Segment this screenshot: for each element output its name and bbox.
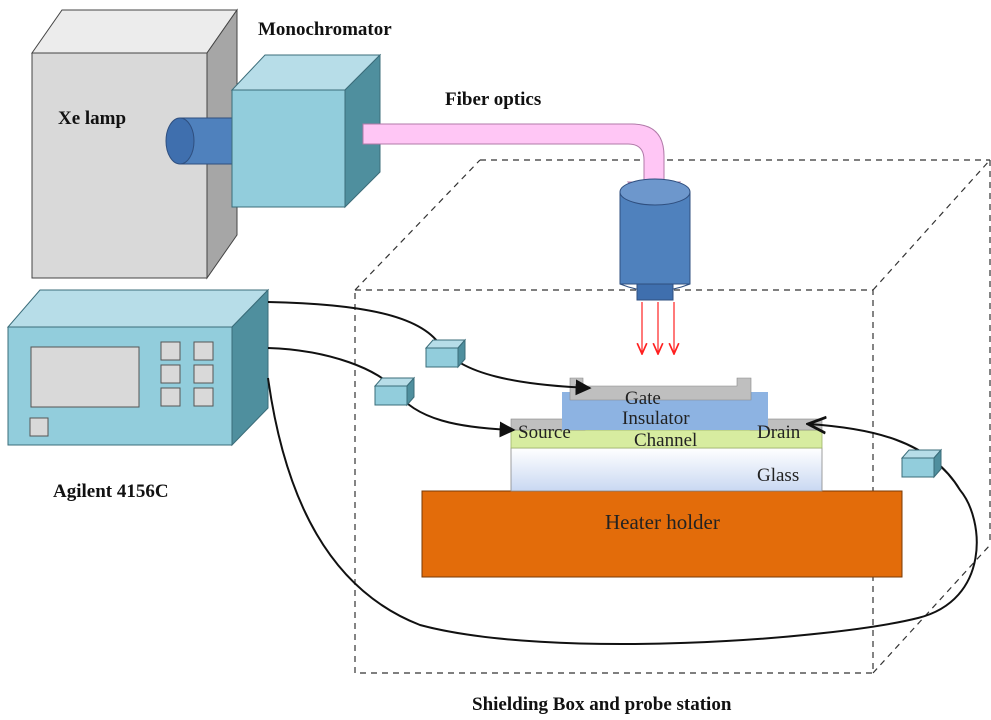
source-label: Source — [518, 422, 571, 443]
monochromator-label: Monochromator — [258, 19, 392, 40]
objective-lens — [619, 178, 691, 301]
insulator-label: Insulator — [622, 408, 690, 429]
shielding-box — [354, 159, 991, 674]
light-rays — [642, 302, 674, 354]
probe-connector — [424, 338, 467, 369]
xe-lamp-label: Xe lamp — [58, 108, 126, 129]
lamp-coupler — [165, 117, 239, 165]
agilent-label: Agilent 4156C — [53, 481, 169, 502]
shielding-box-label: Shielding Box and probe station — [472, 694, 732, 715]
fiber-optics-label: Fiber optics — [445, 89, 541, 110]
probe-connectors — [373, 338, 943, 479]
device-stack — [421, 377, 903, 578]
glass-label: Glass — [757, 465, 799, 486]
agilent-key — [193, 341, 214, 361]
glass-substrate — [510, 447, 823, 492]
agilent-key — [160, 364, 181, 384]
drain-label: Drain — [757, 422, 801, 443]
monochromator — [230, 53, 382, 209]
drain-cable — [267, 377, 978, 645]
agilent-key — [29, 417, 49, 437]
agilent-key — [193, 364, 214, 384]
agilent-key — [160, 341, 181, 361]
probe-connector — [373, 376, 416, 407]
agilent-key — [193, 387, 214, 407]
agilent-screen — [30, 346, 140, 408]
gate-label: Gate — [625, 388, 661, 409]
heater-holder-label: Heater holder — [605, 510, 720, 534]
probe-connector — [900, 448, 943, 479]
agilent-key — [160, 387, 181, 407]
channel-label: Channel — [634, 430, 697, 451]
agilent-4156c — [6, 288, 270, 447]
heater-holder — [421, 490, 903, 578]
xe-lamp — [31, 8, 238, 280]
